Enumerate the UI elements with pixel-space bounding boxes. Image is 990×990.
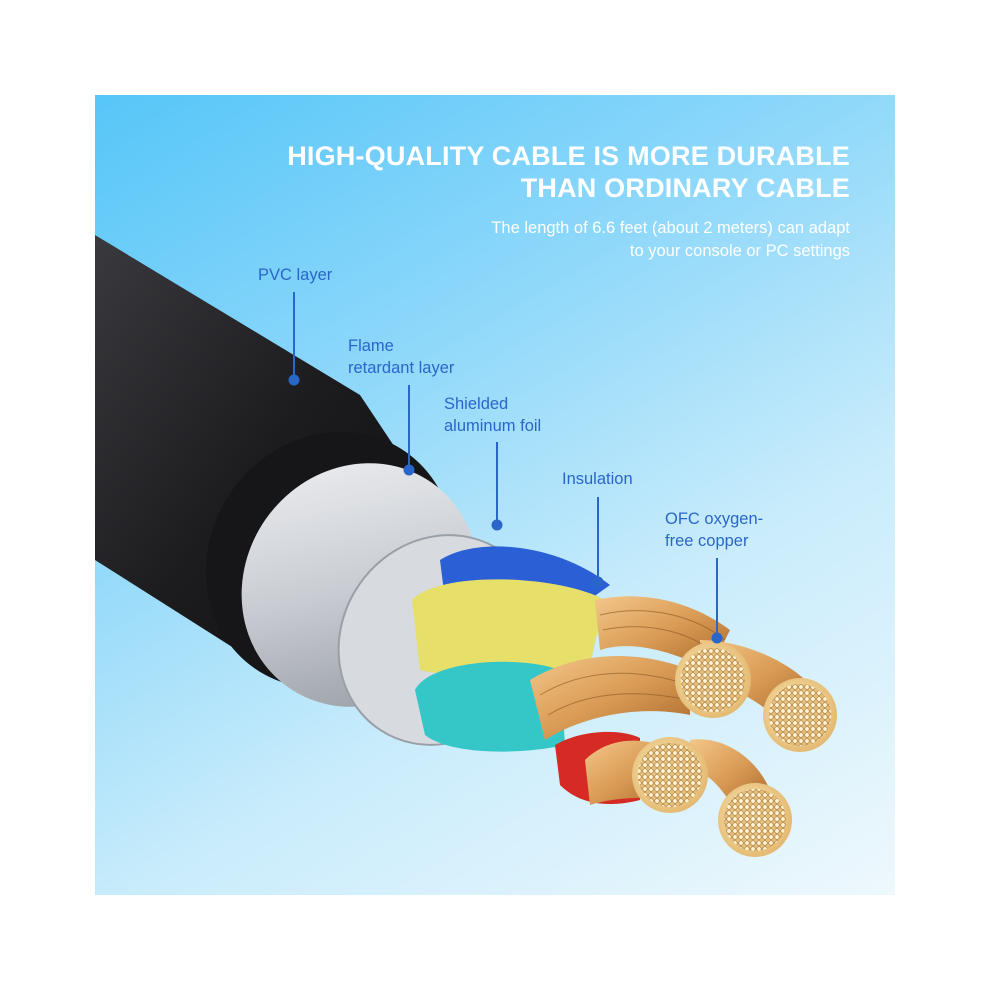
leader-insulation-dot	[592, 576, 604, 588]
yellow-wire	[412, 579, 605, 675]
headline-line-1: HIGH-QUALITY CABLE IS MORE DURABLE	[287, 141, 850, 171]
leader-pvc-dot	[288, 374, 300, 386]
subheadline-line-2: to your console or PC settings	[629, 242, 850, 260]
callout-insulation: Insulation	[562, 470, 633, 488]
subheadline-line-1: The length of 6.6 feet (about 2 meters) …	[491, 219, 850, 237]
callout-leaders	[288, 292, 723, 644]
cyan-wire	[415, 661, 565, 752]
subheadline: The length of 6.6 feet (about 2 meters) …	[390, 217, 850, 263]
leader-shield-dot	[491, 519, 503, 531]
conductor-faces	[632, 642, 837, 857]
headline-line-2: THAN ORDINARY CABLE	[520, 173, 850, 203]
headline: HIGH-QUALITY CABLE IS MORE DURABLE THAN …	[210, 140, 850, 204]
callout-pvc-layer: PVC layer	[258, 266, 333, 284]
leader-flame-dot	[403, 464, 415, 476]
callout-shielded-aluminum-foil: Shielded aluminum foil	[444, 395, 542, 435]
leader-copper-dot	[711, 632, 723, 644]
callout-flame-retardant-layer: Flame retardant layer	[348, 337, 455, 377]
callout-ofc-copper: OFC oxygen- free copper	[665, 510, 764, 550]
